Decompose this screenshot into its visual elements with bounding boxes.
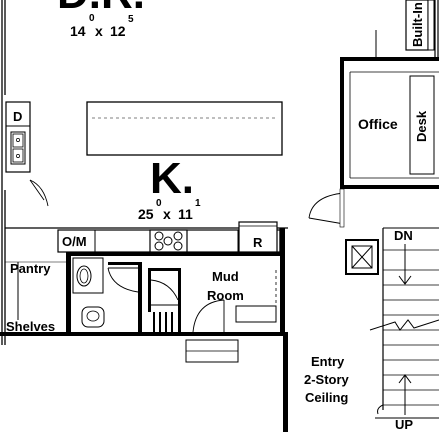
pantry-shelves (5, 261, 66, 320)
office-door (308, 188, 345, 228)
mud-room-label-line1: Mud (212, 269, 239, 284)
built-in-cabinet (405, 0, 435, 51)
dishwasher-label: D (13, 109, 22, 124)
oven-microwave-label: O/M (62, 234, 87, 249)
entry-label-line1: Entry (311, 354, 345, 369)
refrigerator-label: R (253, 235, 263, 250)
kitchen-label: K. (150, 154, 194, 203)
dining-dim-a: 14 (70, 23, 86, 39)
refrigerator-icon (238, 221, 278, 253)
right-wall (375, 0, 439, 57)
mud-room-label-line2: Room (207, 288, 244, 303)
dining-room-label: D.R. (57, 0, 145, 18)
desk-label: Desk (414, 110, 429, 142)
kitchen-dim-a: 25 (138, 206, 154, 222)
kitchen-dim-a-sup: 0 (156, 198, 162, 209)
kitchen-dim-b-sup: 1 (195, 198, 201, 209)
interior-walls (0, 228, 285, 336)
office-walls (340, 57, 439, 189)
up-arrow-icon (398, 374, 412, 415)
left-exterior-wall (1, 0, 6, 345)
dining-dim-b-sup: 5 (128, 14, 134, 25)
left-counter (5, 101, 31, 173)
entry-wall (283, 332, 288, 432)
entry-label-line2: 2-Story (304, 372, 350, 387)
range-icon (149, 229, 188, 253)
mud-room-bench (235, 270, 277, 323)
entry-label-line3: Ceiling (305, 390, 348, 405)
dining-dim-x: x (95, 23, 103, 39)
office-label: Office (358, 116, 398, 132)
mud-door-swing (192, 299, 225, 333)
kitchen-dim-b: 11 (178, 206, 193, 222)
pantry-label: Pantry (10, 261, 51, 276)
desk-outline (409, 75, 435, 175)
dining-dim-b: 12 (110, 23, 126, 39)
closet-shelves (151, 304, 178, 332)
kitchen-island (86, 101, 283, 156)
built-in-label: Built-In (410, 2, 425, 47)
kitchen-dim-x: x (163, 206, 171, 222)
exterior-step (185, 339, 239, 363)
staircase (369, 227, 439, 415)
shelves-label: Shelves (6, 319, 55, 334)
stairs-down-label: DN (394, 228, 413, 243)
dining-dim-a-sup: 0 (89, 13, 95, 24)
column-post (345, 239, 379, 275)
closet-door-swing (150, 279, 179, 301)
stairs-up-label: UP (395, 417, 413, 432)
powder-door-swing (107, 267, 139, 293)
down-arrow-icon (398, 244, 412, 285)
sink-icon (10, 131, 26, 165)
powder-room (72, 257, 105, 328)
left-door-swing (29, 179, 49, 207)
